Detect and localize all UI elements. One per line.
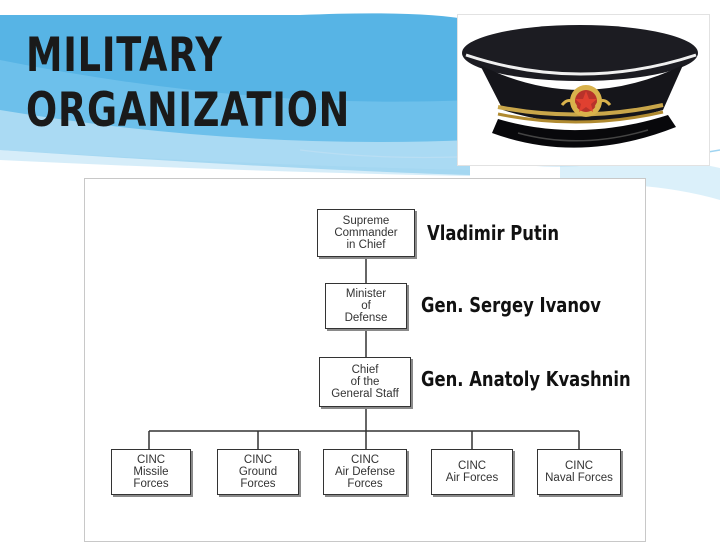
- military-cap-image: [457, 14, 710, 166]
- annotation-chief-general-staff: Gen. Anatoly Kvashnin: [421, 367, 631, 391]
- node-chief-general-staff: Chief of the General Staff: [319, 357, 411, 407]
- node-supreme-commander: Supreme Commander in Chief: [317, 209, 415, 257]
- military-cap-drawing: [458, 15, 709, 165]
- title-line-2: ORGANIZATION: [26, 83, 350, 138]
- org-chart: Supreme Commander in Chief Minister of D…: [84, 178, 646, 542]
- node-cinc-air-forces: CINC Air Forces: [431, 449, 513, 495]
- title-line-1: MILITARY: [26, 28, 350, 83]
- annotation-minister-of-defense: Gen. Sergey Ivanov: [421, 293, 601, 317]
- slide-title: MILITARY ORGANIZATION: [26, 28, 350, 138]
- node-cinc-missile-forces: CINC Missile Forces: [111, 449, 191, 495]
- node-cinc-air-defense-forces: CINC Air Defense Forces: [323, 449, 407, 495]
- node-minister-of-defense: Minister of Defense: [325, 283, 407, 329]
- node-cinc-ground-forces: CINC Ground Forces: [217, 449, 299, 495]
- annotation-supreme-commander: Vladimir Putin: [427, 221, 559, 245]
- node-cinc-naval-forces: CINC Naval Forces: [537, 449, 621, 495]
